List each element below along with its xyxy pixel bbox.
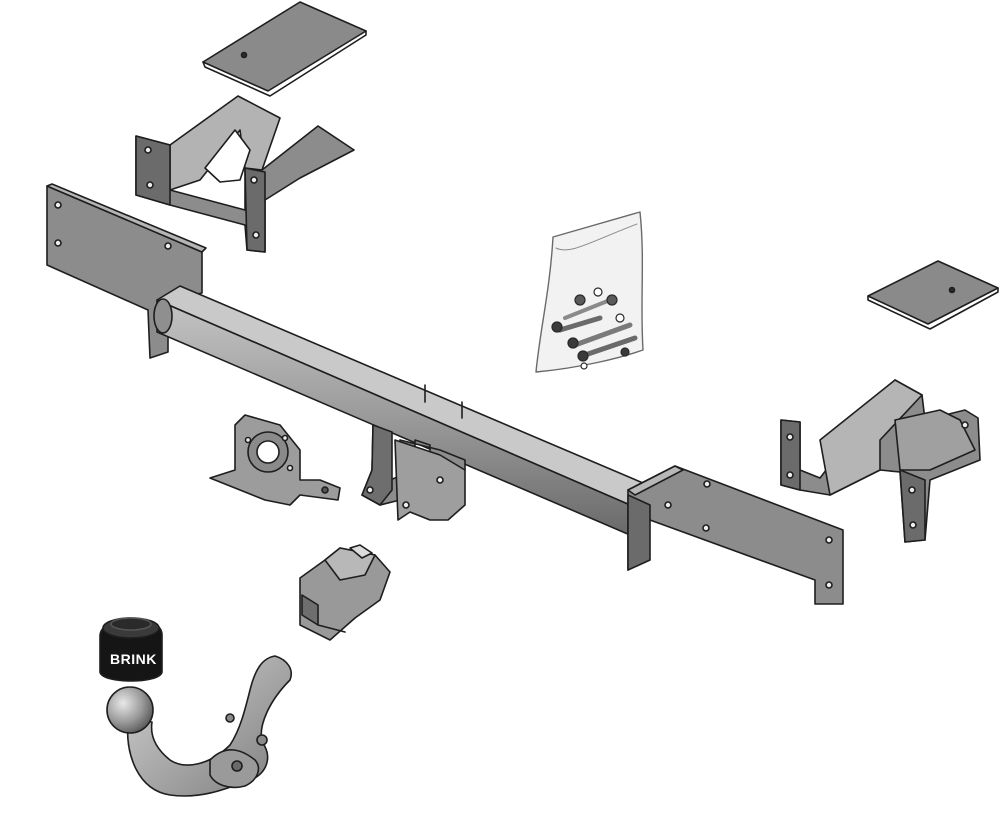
fastener-kit-bag bbox=[535, 211, 644, 373]
removable-coupling-clip bbox=[299, 544, 391, 641]
left-spacer-plate bbox=[202, 1, 367, 97]
ball-cover-cap: BRINK bbox=[99, 617, 163, 682]
tow-ball-neck bbox=[106, 655, 292, 797]
right-mounting-bracket bbox=[780, 379, 981, 543]
cap-logo: BRINK bbox=[110, 651, 157, 667]
center-receiver-bracket bbox=[361, 424, 466, 521]
left-mounting-bracket bbox=[135, 95, 355, 253]
right-side-arm bbox=[627, 465, 844, 605]
electrical-socket-plate bbox=[209, 414, 341, 506]
right-spacer-plate bbox=[867, 260, 999, 330]
